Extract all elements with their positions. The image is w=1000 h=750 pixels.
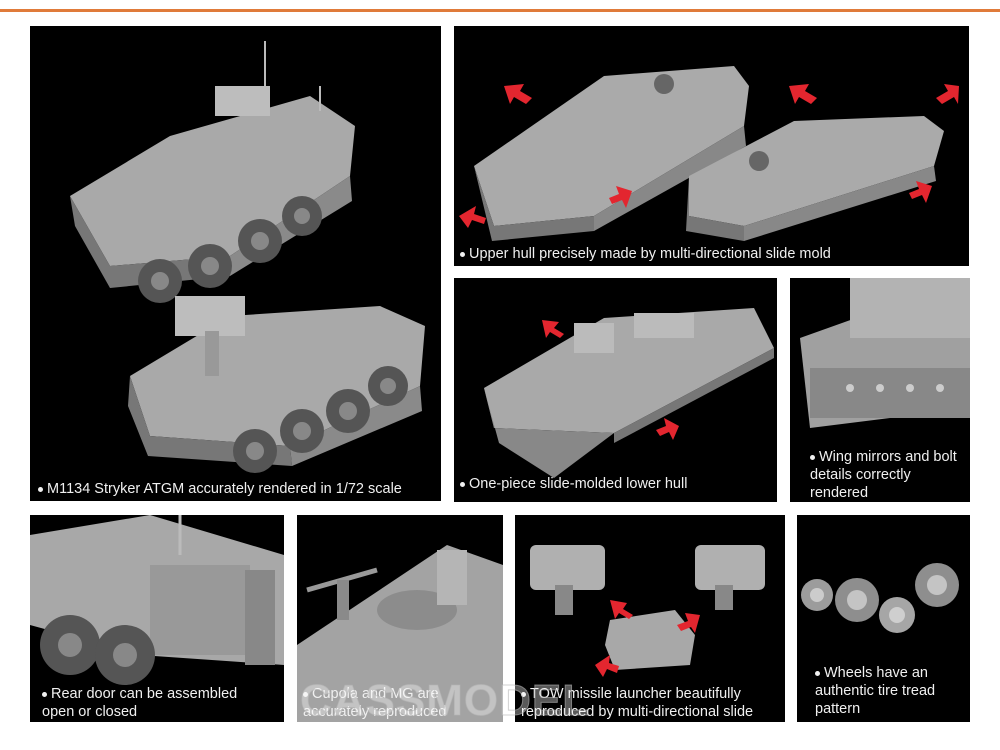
caption-cupola-line2: accurately reproduced — [303, 704, 447, 720]
caption-lower-hull-text: One-piece slide-molded lower hull — [469, 476, 688, 492]
watermark-logo: CASSMODEL — [299, 676, 591, 726]
caption-upper-hull: Upper hull precisely made by multi-direc… — [460, 245, 831, 263]
panel-cupola: Cupola and MG are accurately reproduced — [297, 515, 503, 722]
caption-overview-text: M1134 Stryker ATGM accurately rendered i… — [47, 481, 402, 497]
panel-rear-door: Rear door can be assembled open or close… — [30, 515, 284, 722]
lower-hull-render-image — [484, 308, 774, 478]
caption-wing-mirrors-line2: details correctly — [810, 467, 911, 483]
caption-overview: M1134 Stryker ATGM accurately rendered i… — [38, 480, 402, 498]
caption-lower-hull: One-piece slide-molded lower hull — [460, 475, 687, 493]
panel-tow-launcher: TOW missile launcher beautifully reprodu… — [515, 515, 785, 722]
tow-launcher-render-image — [530, 545, 765, 677]
caption-rear-door: Rear door can be assembled open or close… — [42, 685, 237, 721]
bottom-bar — [0, 740, 1000, 750]
caption-wheels: Wheels have an authentic tire tread patt… — [815, 664, 935, 718]
top-accent-bar — [0, 0, 1000, 12]
caption-wing-mirrors: Wing mirrors and bolt details correctly … — [810, 448, 957, 502]
stryker-render-image — [70, 41, 425, 473]
caption-wing-mirrors-line1: Wing mirrors and bolt — [819, 449, 957, 465]
panel-stryker-overview: M1134 Stryker ATGM accurately rendered i… — [30, 26, 441, 501]
caption-cupola-line1: Cupola and MG are — [312, 686, 439, 702]
caption-wing-mirrors-line3: rendered — [810, 485, 869, 501]
bullet-icon — [42, 691, 47, 697]
caption-rear-door-line1: Rear door can be assembled — [51, 686, 238, 702]
panel-upper-hull: Upper hull precisely made by multi-direc… — [454, 26, 969, 266]
wheels-render-image — [801, 563, 959, 633]
bullet-icon — [460, 481, 465, 487]
bullet-icon — [815, 670, 820, 676]
wing-mirror-render-image — [800, 278, 970, 428]
bullet-icon — [810, 454, 815, 460]
caption-rear-door-line2: open or closed — [42, 704, 138, 720]
bullet-icon — [521, 691, 526, 697]
panel-wheels: Wheels have an authentic tire tread patt… — [797, 515, 970, 722]
caption-wheels-line3: pattern — [815, 701, 861, 717]
panel-lower-hull: One-piece slide-molded lower hull — [454, 278, 777, 502]
caption-tow-launcher: TOW missile launcher beautifully reprodu… — [521, 685, 785, 722]
bullet-icon — [38, 486, 43, 492]
caption-tow-launcher-line2: reproduced by multi-directional slide mo… — [521, 704, 754, 720]
upper-hull-render-image — [459, 66, 959, 241]
bullet-icon — [303, 691, 308, 697]
panel-wing-mirrors: Wing mirrors and bolt details correctly … — [790, 278, 970, 502]
caption-wheels-line2: authentic tire tread — [815, 683, 936, 699]
caption-upper-hull-text: Upper hull precisely made by multi-direc… — [469, 246, 831, 262]
caption-tow-launcher-line1: TOW missile launcher beautifully — [530, 686, 741, 702]
caption-wheels-line1: Wheels have an — [824, 665, 928, 681]
rear-door-render-image — [30, 515, 284, 685]
bullet-icon — [460, 251, 465, 257]
caption-cupola: Cupola and MG are accurately reproduced — [303, 685, 446, 721]
cupola-render-image — [297, 545, 503, 722]
